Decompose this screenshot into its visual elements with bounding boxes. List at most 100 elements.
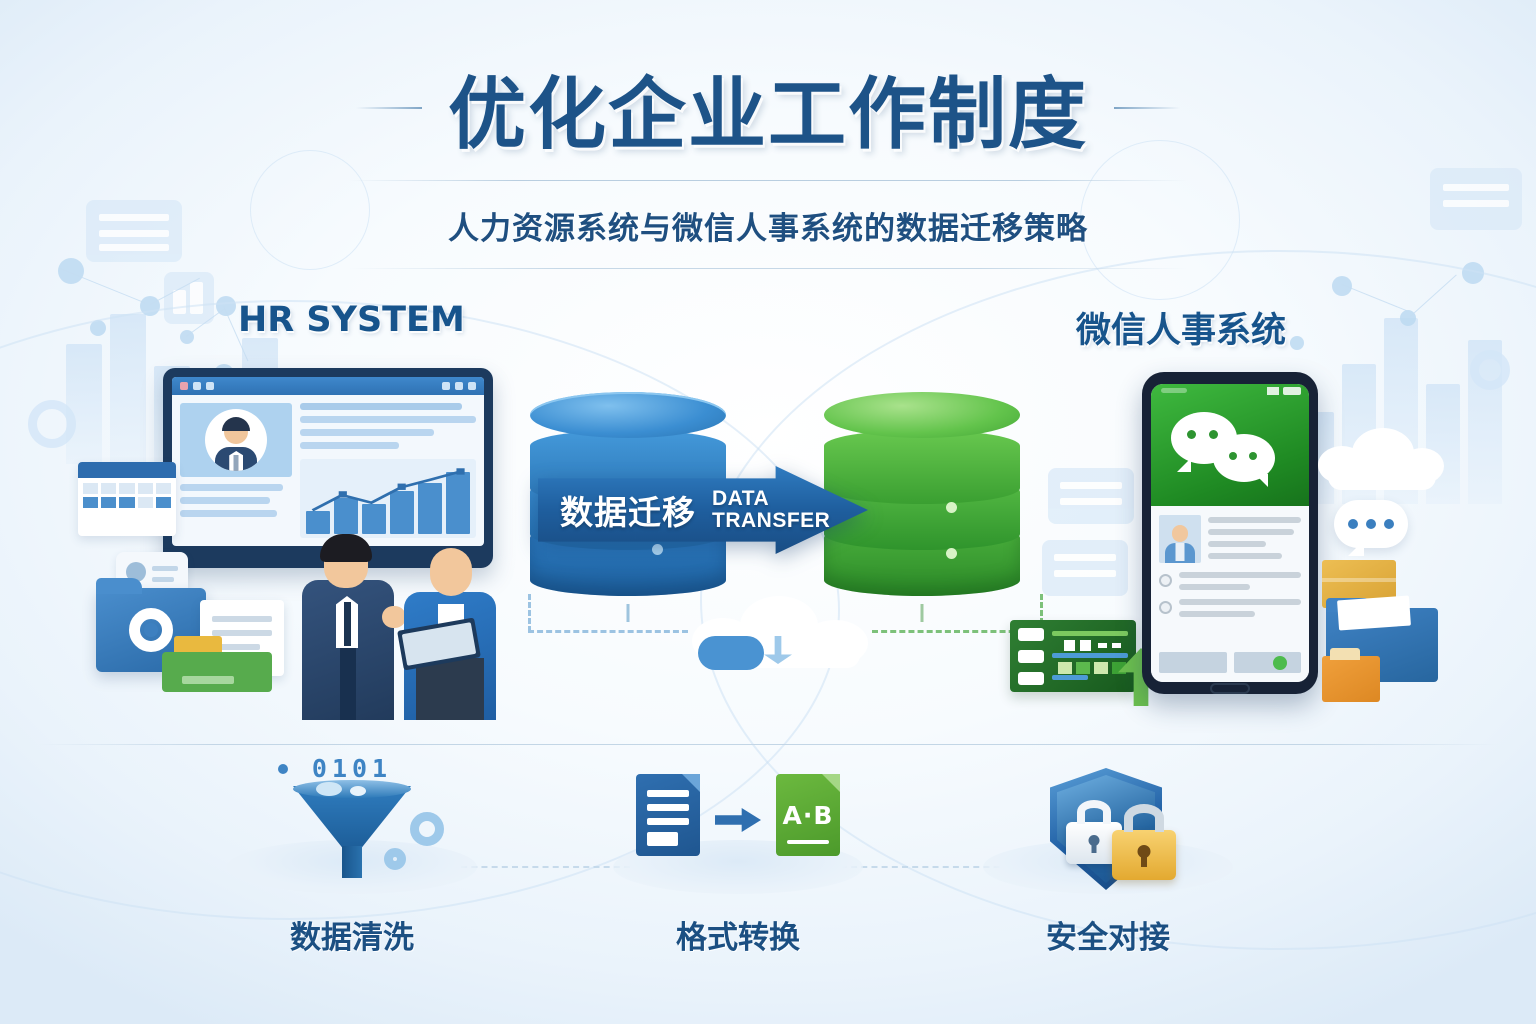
feature-label: 格式转换: [676, 920, 800, 956]
bg-chart-card: [164, 272, 214, 324]
server-rack-icon: [1010, 620, 1136, 692]
section-divider: [38, 744, 1498, 745]
document-convert-icon: A·B: [578, 752, 898, 894]
profile-row: [1159, 515, 1301, 563]
green-folder-icon: [162, 652, 272, 692]
blue-document-icon: [636, 774, 700, 856]
chat-bubble-icon: [1334, 500, 1408, 556]
calendar-icon: [78, 462, 176, 536]
feature-format-conversion: A·B 格式转换: [578, 752, 898, 957]
funnel-stem: [342, 846, 362, 878]
bg-node: [140, 296, 160, 316]
funnel-icon: 0101: [192, 752, 512, 894]
employee-photo-icon: [1159, 515, 1201, 563]
bg-gear-icon: [1470, 350, 1510, 390]
page-subtitle: 人力资源系统与微信人事系统的数据迁移策略: [448, 211, 1088, 247]
checkbox-icon[interactable]: [1159, 573, 1172, 587]
checkbox-icon[interactable]: [1159, 600, 1172, 614]
bg-node: [1332, 276, 1352, 296]
item-text-lines: [1179, 570, 1301, 590]
avatar: [180, 403, 293, 477]
home-button[interactable]: [1210, 683, 1250, 694]
secondary-button[interactable]: [1159, 652, 1227, 673]
person-female: [394, 530, 506, 720]
cloud-upload-icon: [686, 596, 876, 670]
feature-label: 数据清洗: [290, 920, 414, 956]
avatar-portrait-icon: [205, 409, 268, 471]
toolbar-icons: [442, 382, 476, 390]
arrow-labels: 数据迁移 DATA TRANSFER: [538, 466, 868, 554]
binary-dot: [278, 764, 288, 774]
orange-folder-icon: [1322, 648, 1380, 702]
person-male: [296, 524, 406, 720]
detail-column: [300, 403, 476, 538]
bg-bar: [110, 314, 146, 464]
gear-icon: [384, 848, 406, 870]
bg-document-card: [1048, 468, 1134, 524]
list-item[interactable]: [1159, 597, 1301, 617]
title-row: 优化企业工作制度: [0, 52, 1536, 164]
employee-profile-list: [1151, 506, 1309, 682]
shield-lock-icon: [948, 752, 1268, 894]
primary-button[interactable]: [1233, 652, 1301, 673]
target-system-label: 微信人事系统: [1076, 311, 1287, 351]
gold-padlock-icon: [1112, 804, 1176, 880]
item-text-lines: [1179, 597, 1301, 617]
action-buttons: [1159, 652, 1301, 673]
phone-screen: [1151, 384, 1309, 682]
binary-digits-label: 0101: [311, 754, 393, 783]
bg-link: [1341, 284, 1407, 312]
bg-link: [150, 277, 200, 305]
header: 优化企业工作制度 人力资源系统与微信人事系统的数据迁移策略: [0, 0, 1536, 269]
browser-bar: [172, 377, 484, 395]
feature-secure-integration: 安全对接: [948, 752, 1268, 957]
profile-text-lines: [1208, 515, 1301, 563]
connector-tick-right: [1040, 594, 1043, 632]
window-controls: [180, 382, 214, 390]
subtitle-underline: [348, 268, 1188, 269]
wechat-smartphone-icon: [1142, 372, 1318, 694]
title-rule-left: [355, 107, 422, 109]
arrow-label-cn: 数据迁移: [560, 493, 696, 532]
business-people-icon: [296, 522, 511, 720]
bg-document-card: [1042, 540, 1128, 596]
trend-line-icon: [306, 467, 470, 518]
funnel-highlight: [316, 782, 342, 796]
wechat-bubbles-icon: [1151, 384, 1309, 506]
arrow-label-en-line1: DATA: [712, 487, 770, 511]
bg-bar: [66, 344, 102, 464]
connector-tick-left: [528, 594, 531, 632]
cloud-icon: [1318, 428, 1444, 494]
arrow-label-en-line2: TRANSFER: [712, 509, 831, 532]
bg-node: [90, 320, 106, 336]
page-title: 优化企业工作制度: [447, 70, 1088, 160]
funnel-highlight: [350, 786, 366, 796]
feature-connector: [400, 866, 630, 868]
source-system-label: HR SYSTEM: [238, 300, 465, 340]
profile-column: [180, 403, 293, 538]
bg-node: [180, 330, 194, 344]
bg-node: [1400, 310, 1416, 326]
green-database-icon: [824, 392, 1020, 622]
bg-link: [186, 308, 224, 337]
arrow-label-en: DATA TRANSFER: [712, 488, 830, 532]
bar-chart-icon: [300, 459, 476, 538]
bg-link: [1410, 274, 1457, 317]
title-underline: [348, 180, 1188, 181]
monitor-screen: [172, 377, 484, 546]
profile-text-lines: [180, 484, 292, 517]
bg-node: [1290, 336, 1304, 350]
document-icon: [1337, 595, 1411, 631]
feature-label: 安全对接: [1046, 920, 1170, 956]
dashboard-body: [172, 395, 484, 546]
format-letters-label: A·B: [782, 800, 834, 830]
cloud-connector-left: [528, 630, 688, 633]
bg-gear-icon: [28, 400, 76, 448]
gear-icon: [410, 812, 444, 846]
bg-link: [59, 268, 146, 304]
list-item[interactable]: [1159, 570, 1301, 590]
bg-bar: [1468, 340, 1502, 504]
convert-arrow-icon: [715, 808, 761, 832]
hr-dashboard-monitor-icon: [163, 368, 493, 568]
